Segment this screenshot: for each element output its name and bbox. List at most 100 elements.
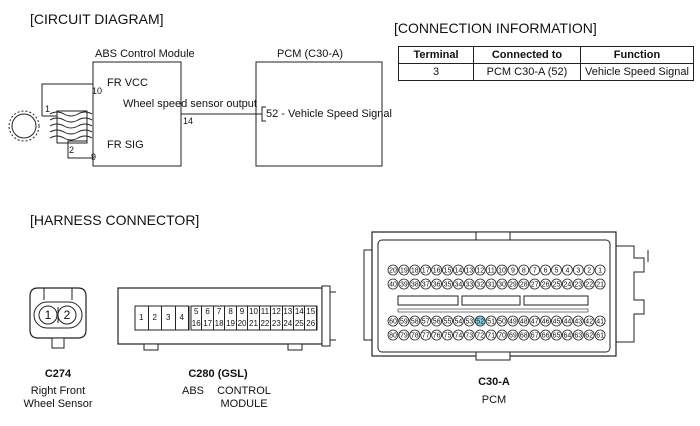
c30a-pin-14: 14 (455, 268, 463, 275)
c280-pin-6: 6 (202, 306, 214, 318)
c30a-pin-37: 37 (422, 282, 430, 289)
c30a-pin-13: 13 (465, 268, 473, 275)
header-connected-to: Connected to (473, 46, 581, 64)
c30a-pin-44-circle (562, 315, 573, 327)
c30a-pin-75: 75 (444, 333, 452, 340)
c30a-pin-64: 64 (564, 333, 572, 340)
c30a-pin-78-circle (409, 329, 421, 341)
c30a-pin-16-circle (431, 264, 443, 276)
c30a-pin-51-circle (485, 315, 497, 327)
c30a-pin-19: 19 (400, 268, 408, 275)
c30a-pin-67-circle (529, 329, 541, 341)
harness-connector-title: [HARNESS CONNECTOR] (30, 212, 200, 228)
c30a-pin-80: 80 (389, 333, 397, 340)
c30a-pin-49-circle (507, 315, 519, 327)
connection-info-title: [CONNECTION INFORMATION] (394, 20, 597, 36)
c30a-pin-38-circle (409, 278, 421, 290)
c30a-pin-10: 10 (498, 268, 506, 275)
c30a-pin-31: 31 (487, 282, 495, 289)
c280-pin-18: 18 (214, 318, 226, 330)
c30a-pin-14-circle (452, 264, 464, 276)
table-header-row: Terminal Connected to Function (398, 46, 694, 64)
c30a-pin-65-circle (551, 329, 562, 341)
c30a-pin-47-circle (529, 315, 541, 327)
c30a-pin-57-circle (420, 315, 432, 327)
c30a-pin-75-circle (442, 329, 453, 341)
c30a-pin-77-circle (420, 329, 432, 341)
c30a-pin-58: 58 (411, 319, 419, 326)
c30a-pin-21-circle (594, 278, 606, 290)
c30a-pin-69: 69 (509, 333, 517, 340)
c30a-pin-12-circle (474, 264, 486, 276)
c280-pin-20: 20 (237, 318, 249, 330)
c30a-pin-46-circle (540, 315, 551, 327)
c30a-pin-7: 7 (533, 268, 537, 275)
c30a-pin-56: 56 (433, 319, 441, 326)
c30a-pin-57: 57 (422, 319, 430, 326)
c280-pin-11: 11 (260, 306, 272, 318)
c30a-pin-16: 16 (433, 268, 441, 275)
c30a-pin-37-circle (420, 278, 432, 290)
c280-pin-12: 12 (271, 306, 283, 318)
c30a-pin-12: 12 (476, 268, 484, 275)
c30a-pin-64-circle (562, 329, 573, 341)
c30a-pin-68: 68 (520, 333, 528, 340)
pcm-title: PCM (C30-A) (277, 48, 344, 60)
c30a-pin-48-circle (518, 315, 530, 327)
c30a-pin-7-circle (529, 264, 541, 276)
c30a-pin-1: 1 (598, 268, 602, 275)
c30a-pin-59-circle (398, 315, 410, 327)
c30a-pin-46: 46 (542, 319, 550, 326)
c30a-pin-3: 3 (576, 268, 580, 275)
c280-pin-1: 1 (135, 306, 149, 330)
c30a-pin-43: 43 (574, 319, 582, 326)
pin-9-label: 9 (91, 152, 97, 162)
c30a-pin-17: 17 (422, 268, 430, 275)
c30a-pin-34: 34 (455, 282, 463, 289)
c30a-pin-23: 23 (574, 282, 582, 289)
c30a-name: C30-A (478, 376, 510, 388)
c30a-pin-32-circle (474, 278, 486, 290)
c280-desc-module: MODULE (220, 398, 268, 410)
c30a-pin-62: 62 (585, 333, 593, 340)
c30a-pin-53: 53 (465, 319, 473, 326)
c30a-pin-20-circle (387, 264, 399, 276)
c30a-pin-38: 38 (411, 282, 419, 289)
c30a-connector-shape (363, 231, 649, 361)
c280-pin-13: 13 (283, 306, 295, 318)
c280-pin-21: 21 (249, 318, 260, 330)
c30a-pin-63: 63 (574, 333, 582, 340)
c280-pin-8: 8 (225, 306, 237, 318)
c280-pin-25: 25 (294, 318, 306, 330)
c280-pin-17: 17 (203, 318, 214, 330)
c30a-pin-61: 61 (596, 333, 604, 340)
c30a-pin-31-circle (485, 278, 497, 290)
c30a-pin-1-circle (594, 264, 606, 276)
c30a-pin-30: 30 (498, 282, 506, 289)
c30a-pin-25-circle (551, 278, 562, 290)
c274-desc-line2: Wheel Sensor (23, 398, 93, 410)
c30a-pin-55: 55 (444, 319, 452, 326)
c30a-pin-74-circle (452, 329, 464, 341)
c30a-pin-80-circle (387, 329, 399, 341)
c30a-pin-79-circle (398, 329, 410, 341)
cell-connected-to: PCM C30-A (52) (473, 63, 581, 81)
c280-pin-24: 24 (283, 318, 295, 330)
c30a-pin-72-circle (474, 329, 486, 341)
c30a-pin-42-circle (583, 315, 595, 327)
c30a-pin-79: 79 (400, 333, 408, 340)
c30a-pin-73: 73 (465, 333, 473, 340)
c30a-pin-29-circle (507, 278, 519, 290)
c30a-pin-32: 32 (476, 282, 484, 289)
c30a-pin-61-circle (594, 329, 606, 341)
c30a-pin-9: 9 (511, 268, 515, 275)
c30a-pin-4: 4 (565, 268, 569, 275)
c30a-pin-22-circle (583, 278, 595, 290)
c30a-pin-62-circle (583, 329, 595, 341)
c274-pin-2: 2 (63, 308, 71, 322)
c30a-pin-19-circle (398, 264, 410, 276)
c30a-pin-2-circle (583, 264, 595, 276)
pcm-pin-stub (261, 106, 266, 122)
c30a-pin-8-circle (518, 264, 530, 276)
